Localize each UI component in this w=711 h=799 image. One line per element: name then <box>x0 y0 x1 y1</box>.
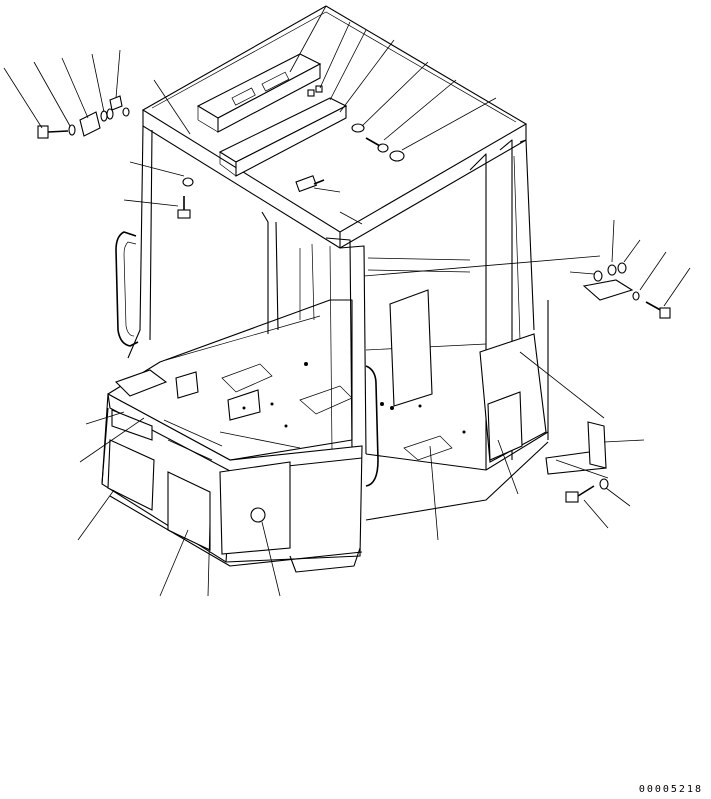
clip-pair <box>307 85 323 97</box>
grommet <box>351 123 365 133</box>
roof-cap <box>389 150 405 162</box>
cab-roof <box>141 5 528 249</box>
drawing-reference-number: 00005218 <box>638 784 703 795</box>
step-bolt <box>565 478 609 503</box>
cab-frame <box>107 125 549 521</box>
right-mirror-hardware <box>582 262 671 319</box>
left-grab-handle <box>115 231 139 347</box>
side-bolt <box>177 196 191 219</box>
floor-holes <box>242 362 466 434</box>
step-bracket <box>545 421 607 475</box>
right-grab-handle <box>365 365 379 487</box>
roof-mount-bolt <box>295 175 325 193</box>
mirror-bracket-hardware <box>37 95 130 139</box>
leader-lines <box>3 5 691 597</box>
roof-grab-bar <box>218 97 348 177</box>
front-dashboard <box>101 369 363 573</box>
washer <box>182 177 194 187</box>
roof-bolt <box>365 137 389 153</box>
roof-console <box>196 53 322 133</box>
